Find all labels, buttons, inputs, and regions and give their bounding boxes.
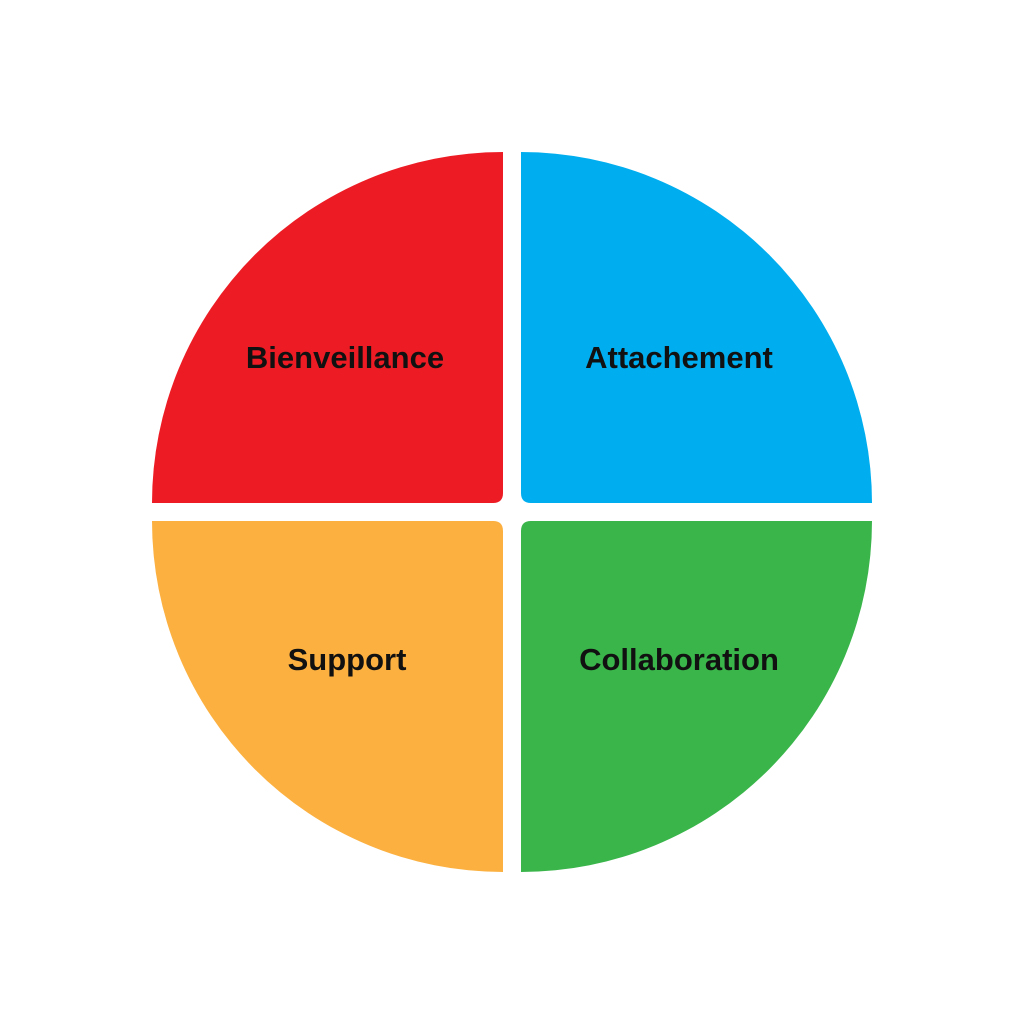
label-support: Support: [288, 642, 407, 677]
quadrant-bienveillance: [152, 152, 503, 503]
label-attachement: Attachement: [585, 340, 773, 375]
quadrant-attachement: [521, 152, 872, 503]
quadrant-support: [152, 521, 503, 872]
label-bienveillance: Bienveillance: [246, 340, 444, 375]
label-collaboration: Collaboration: [579, 642, 779, 677]
quadrant-collaboration: [521, 521, 872, 872]
